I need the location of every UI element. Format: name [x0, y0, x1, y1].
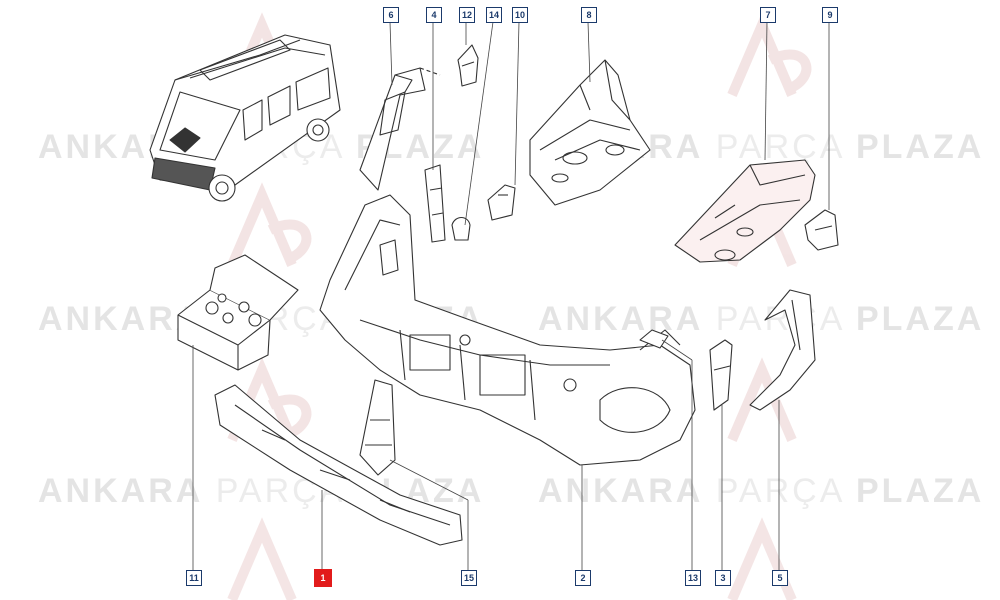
- callout-14[interactable]: 14: [486, 7, 502, 23]
- part-8-floor-panel: [529, 59, 651, 206]
- callout-3[interactable]: 3: [715, 570, 731, 586]
- part-4-bracket: [424, 164, 446, 243]
- callout-9[interactable]: 9: [822, 7, 838, 23]
- part-7-floor-panel: [674, 159, 816, 263]
- callout-13[interactable]: 13: [685, 570, 701, 586]
- callout-2[interactable]: 2: [575, 570, 591, 586]
- van-illustration: [149, 34, 341, 202]
- part-2-front-end-carrier: [319, 194, 696, 466]
- part-6-bracket: [359, 67, 441, 191]
- callout-7[interactable]: 7: [760, 7, 776, 23]
- callout-5[interactable]: 5: [772, 570, 788, 586]
- leader-lines: [192, 21, 830, 570]
- part-9-bracket: [804, 209, 839, 251]
- part-12-clip: [457, 44, 479, 87]
- callout-11[interactable]: 11: [186, 570, 202, 586]
- part-5-side-member: [749, 289, 816, 411]
- part-13-clip: [639, 329, 669, 349]
- callout-8[interactable]: 8: [581, 7, 597, 23]
- callout-4[interactable]: 4: [426, 7, 442, 23]
- callout-12[interactable]: 12: [459, 7, 475, 23]
- part-14-clip: [451, 216, 471, 241]
- callout-1-selected[interactable]: 1: [314, 569, 332, 587]
- part-3-bracket: [709, 339, 733, 411]
- callout-6[interactable]: 6: [383, 7, 399, 23]
- part-15-bracket: [359, 379, 396, 476]
- callout-15[interactable]: 15: [461, 570, 477, 586]
- part-10-bracket: [487, 184, 516, 221]
- part-11-fastener-kit: [177, 254, 299, 371]
- part-1-bumper-beam: [214, 384, 463, 546]
- callout-10[interactable]: 10: [512, 7, 528, 23]
